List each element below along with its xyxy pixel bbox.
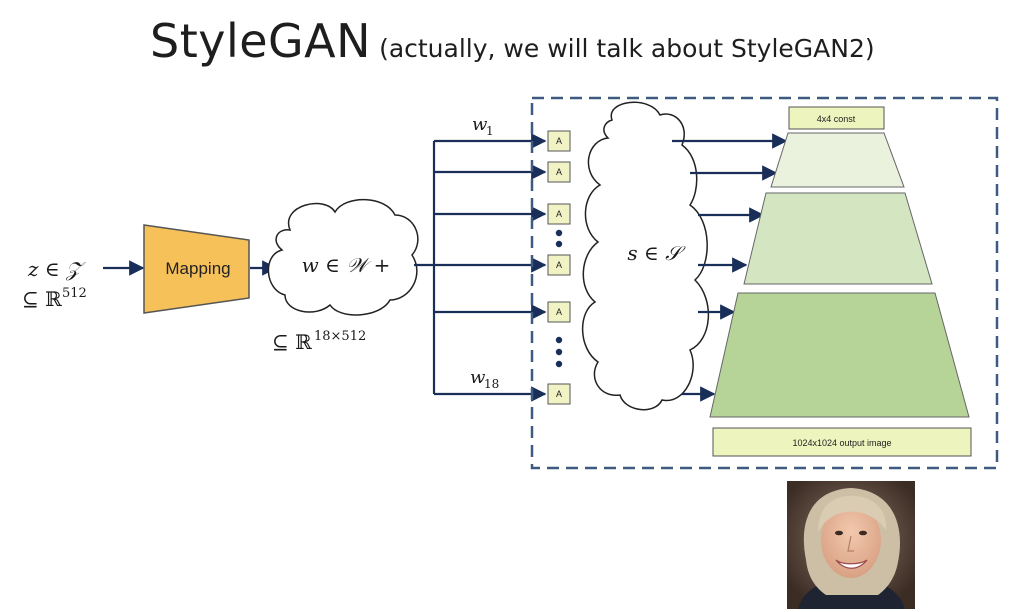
title-main: StyleGAN [150, 14, 372, 68]
synthesis-layer-low-res [770, 132, 905, 188]
z-label: z ∈ 𝒵 [27, 257, 86, 281]
affine-box-3 [547, 203, 571, 225]
affine-box-2 [547, 161, 571, 183]
w18-label: w [470, 367, 486, 388]
synthesis-network-frame [530, 96, 999, 470]
affine-box-5 [547, 301, 571, 323]
w18-subscript: 18 [484, 377, 499, 391]
z-space-dim: 512 [62, 286, 87, 301]
s-style-cloud [581, 101, 709, 411]
affine-box-6 [547, 383, 571, 405]
affine-label-6: A [556, 389, 562, 399]
w1-label: w [472, 114, 488, 135]
ellipsis-dots [555, 229, 563, 368]
style-injection-arrows [672, 133, 788, 402]
z-space-label: ⊆ ℝ [22, 287, 62, 311]
output-image-box [712, 427, 972, 457]
affine-box-4 [547, 254, 571, 276]
w-cloud-label: w ∈ 𝒲 + [302, 253, 391, 277]
title-subtitle: (actually, we will talk about StyleGAN2) [379, 34, 875, 63]
synthesis-layer-high-res [709, 292, 970, 418]
affine-box-1 [547, 130, 571, 152]
mapping-label: Mapping [165, 259, 230, 278]
affine-label-2: A [556, 167, 562, 177]
face-photo-icon [787, 481, 915, 609]
const-input-label: 4x4 const [817, 114, 856, 124]
w-space-label: ⊆ ℝ [272, 330, 312, 354]
affine-label-3: A [556, 209, 562, 219]
output-image-label: 1024x1024 output image [792, 438, 891, 448]
s-cloud-label: s ∈ 𝒮 [627, 241, 686, 265]
synthesis-layer-mid-res [743, 192, 933, 285]
w-latent-cloud [267, 198, 419, 316]
mapping-network-block [143, 224, 250, 314]
affine-label-1: A [556, 136, 562, 146]
slide-title: StyleGAN(actually, we will talk about St… [150, 14, 875, 68]
affine-label-5: A [556, 307, 562, 317]
style-branches [434, 133, 547, 402]
w1-subscript: 1 [486, 124, 494, 138]
w-space-dim: 18×512 [314, 329, 366, 344]
affine-label-4: A [556, 260, 562, 270]
affine-blocks [547, 130, 571, 405]
affine-labels: A A A A A A [556, 136, 562, 399]
const-input-box [788, 106, 885, 130]
